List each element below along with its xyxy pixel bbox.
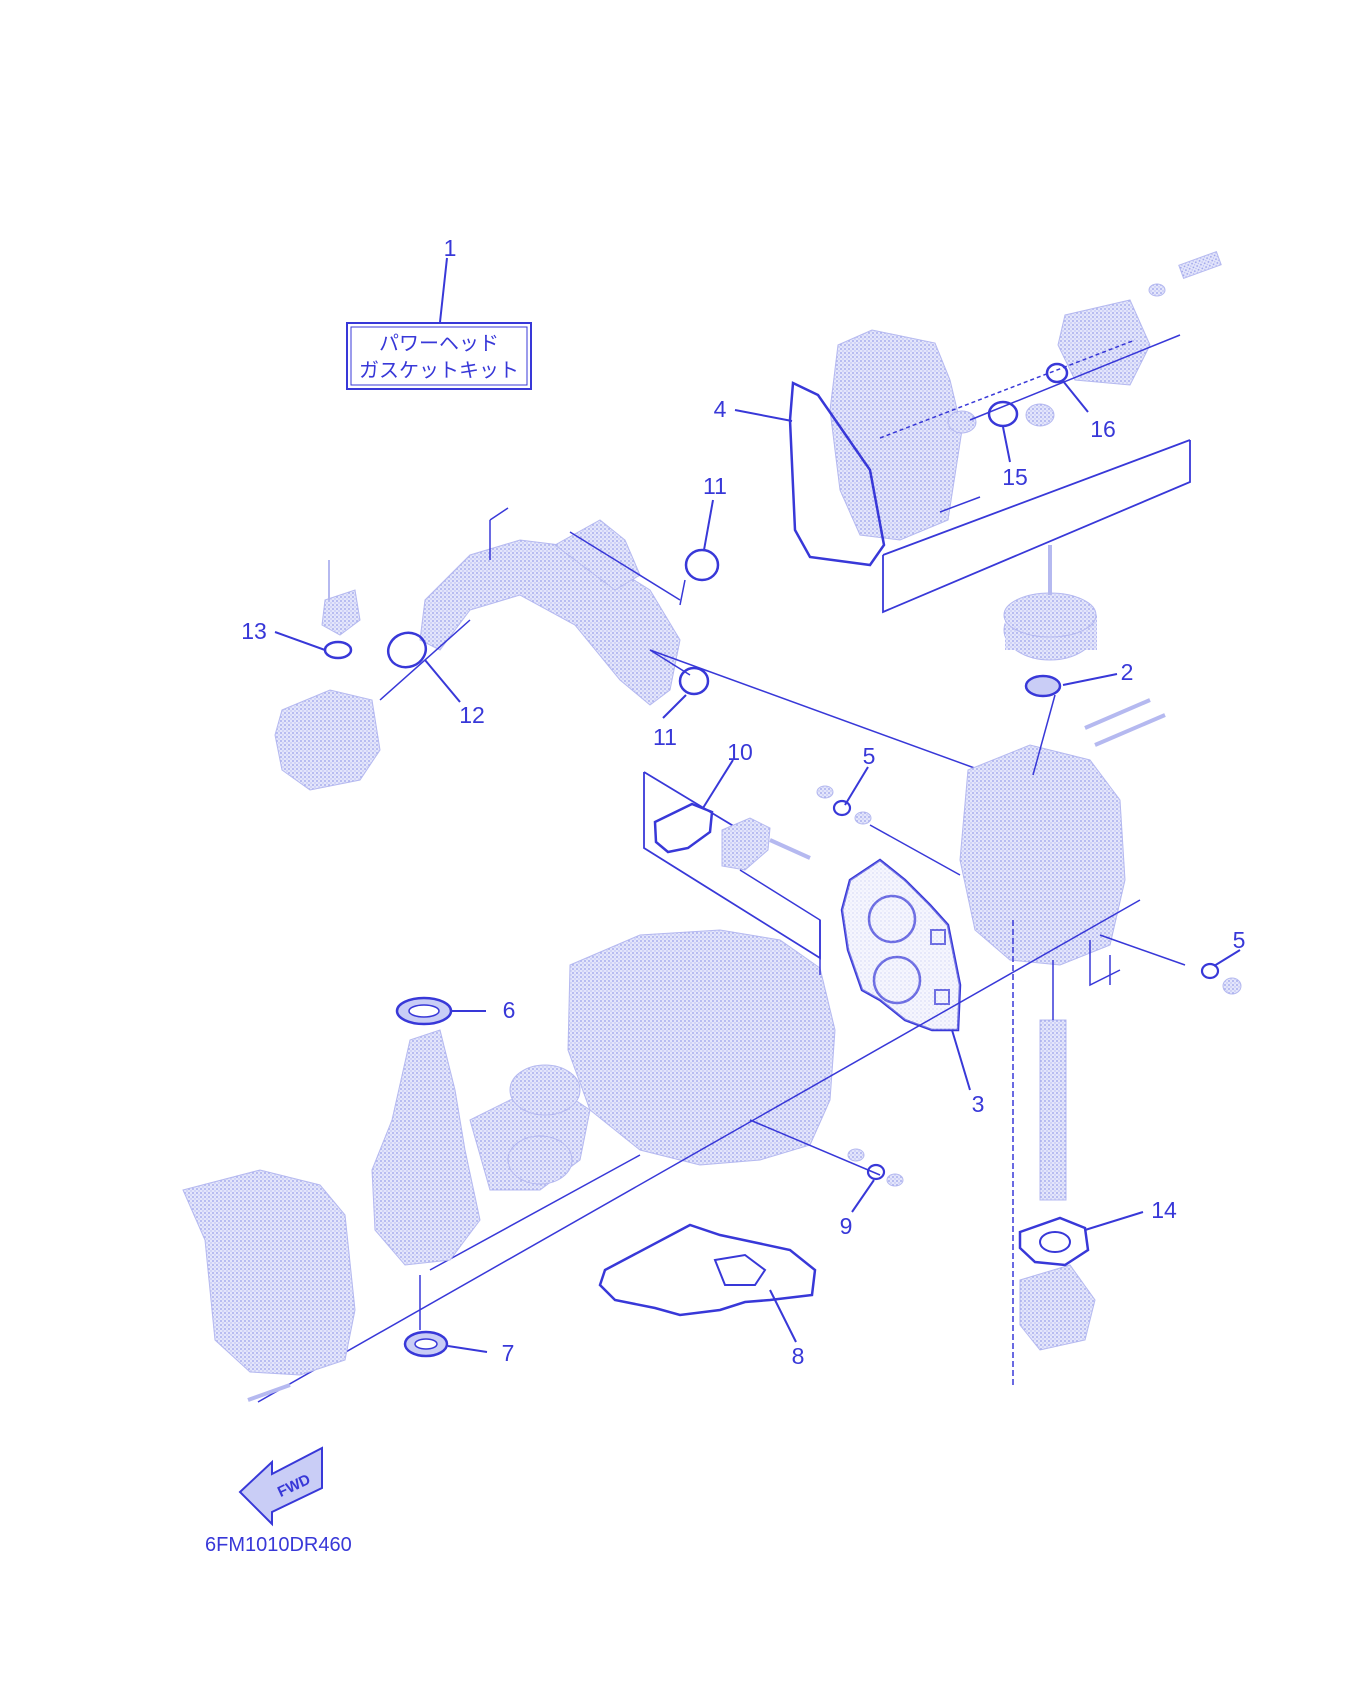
crankcase-assembly bbox=[257, 869, 1141, 1403]
callout-leaders bbox=[274, 380, 1241, 1353]
callout-part-15: 15 bbox=[1002, 464, 1028, 490]
callout-part-9: 9 bbox=[840, 1213, 853, 1239]
intake-manifold-assembly bbox=[274, 507, 981, 791]
cylinder-head-assembly bbox=[959, 545, 1242, 1385]
callout-part-10: 10 bbox=[727, 739, 753, 765]
oil-pan-gasket bbox=[598, 1223, 817, 1317]
callout-part-12: 12 bbox=[459, 702, 485, 728]
callout-part-11b: 11 bbox=[653, 724, 677, 750]
callout-part-14: 14 bbox=[1151, 1197, 1177, 1223]
gasket-kit-label: パワーヘッド ガスケットキット bbox=[346, 257, 532, 390]
callout-part-16: 16 bbox=[1090, 416, 1116, 442]
kit-label-line2: ガスケットキット bbox=[359, 359, 519, 382]
callout-part-11a: 11 bbox=[703, 473, 727, 499]
callout-part-13: 13 bbox=[241, 618, 267, 644]
callout-part-7: 7 bbox=[502, 1340, 515, 1366]
callout-part-5a: 5 bbox=[863, 743, 876, 769]
cylinder-head-cover-assembly bbox=[788, 250, 1222, 614]
kit-label-line1: パワーヘッド bbox=[379, 333, 499, 355]
callout-part-3: 3 bbox=[972, 1091, 985, 1117]
fwd-direction-arrow: FWD bbox=[238, 1446, 323, 1527]
callout-part-6: 6 bbox=[503, 997, 516, 1023]
callout-part-8: 8 bbox=[792, 1343, 805, 1369]
callout-part-2: 2 bbox=[1121, 659, 1134, 685]
callout-part-4: 4 bbox=[714, 396, 727, 422]
callout-part-1: 1 bbox=[444, 235, 457, 261]
crankshaft-assembly bbox=[371, 996, 591, 1358]
callout-part-5b: 5 bbox=[1233, 927, 1246, 953]
part-callouts: 1 2 3 4 5 5 6 7 8 9 10 11 11 12 13 14 15… bbox=[241, 235, 1245, 1369]
cylinder-head-gasket bbox=[840, 858, 962, 1032]
drawing-code: 6FM1010DR460 bbox=[205, 1534, 352, 1556]
lower-case-assembly bbox=[182, 1169, 356, 1402]
